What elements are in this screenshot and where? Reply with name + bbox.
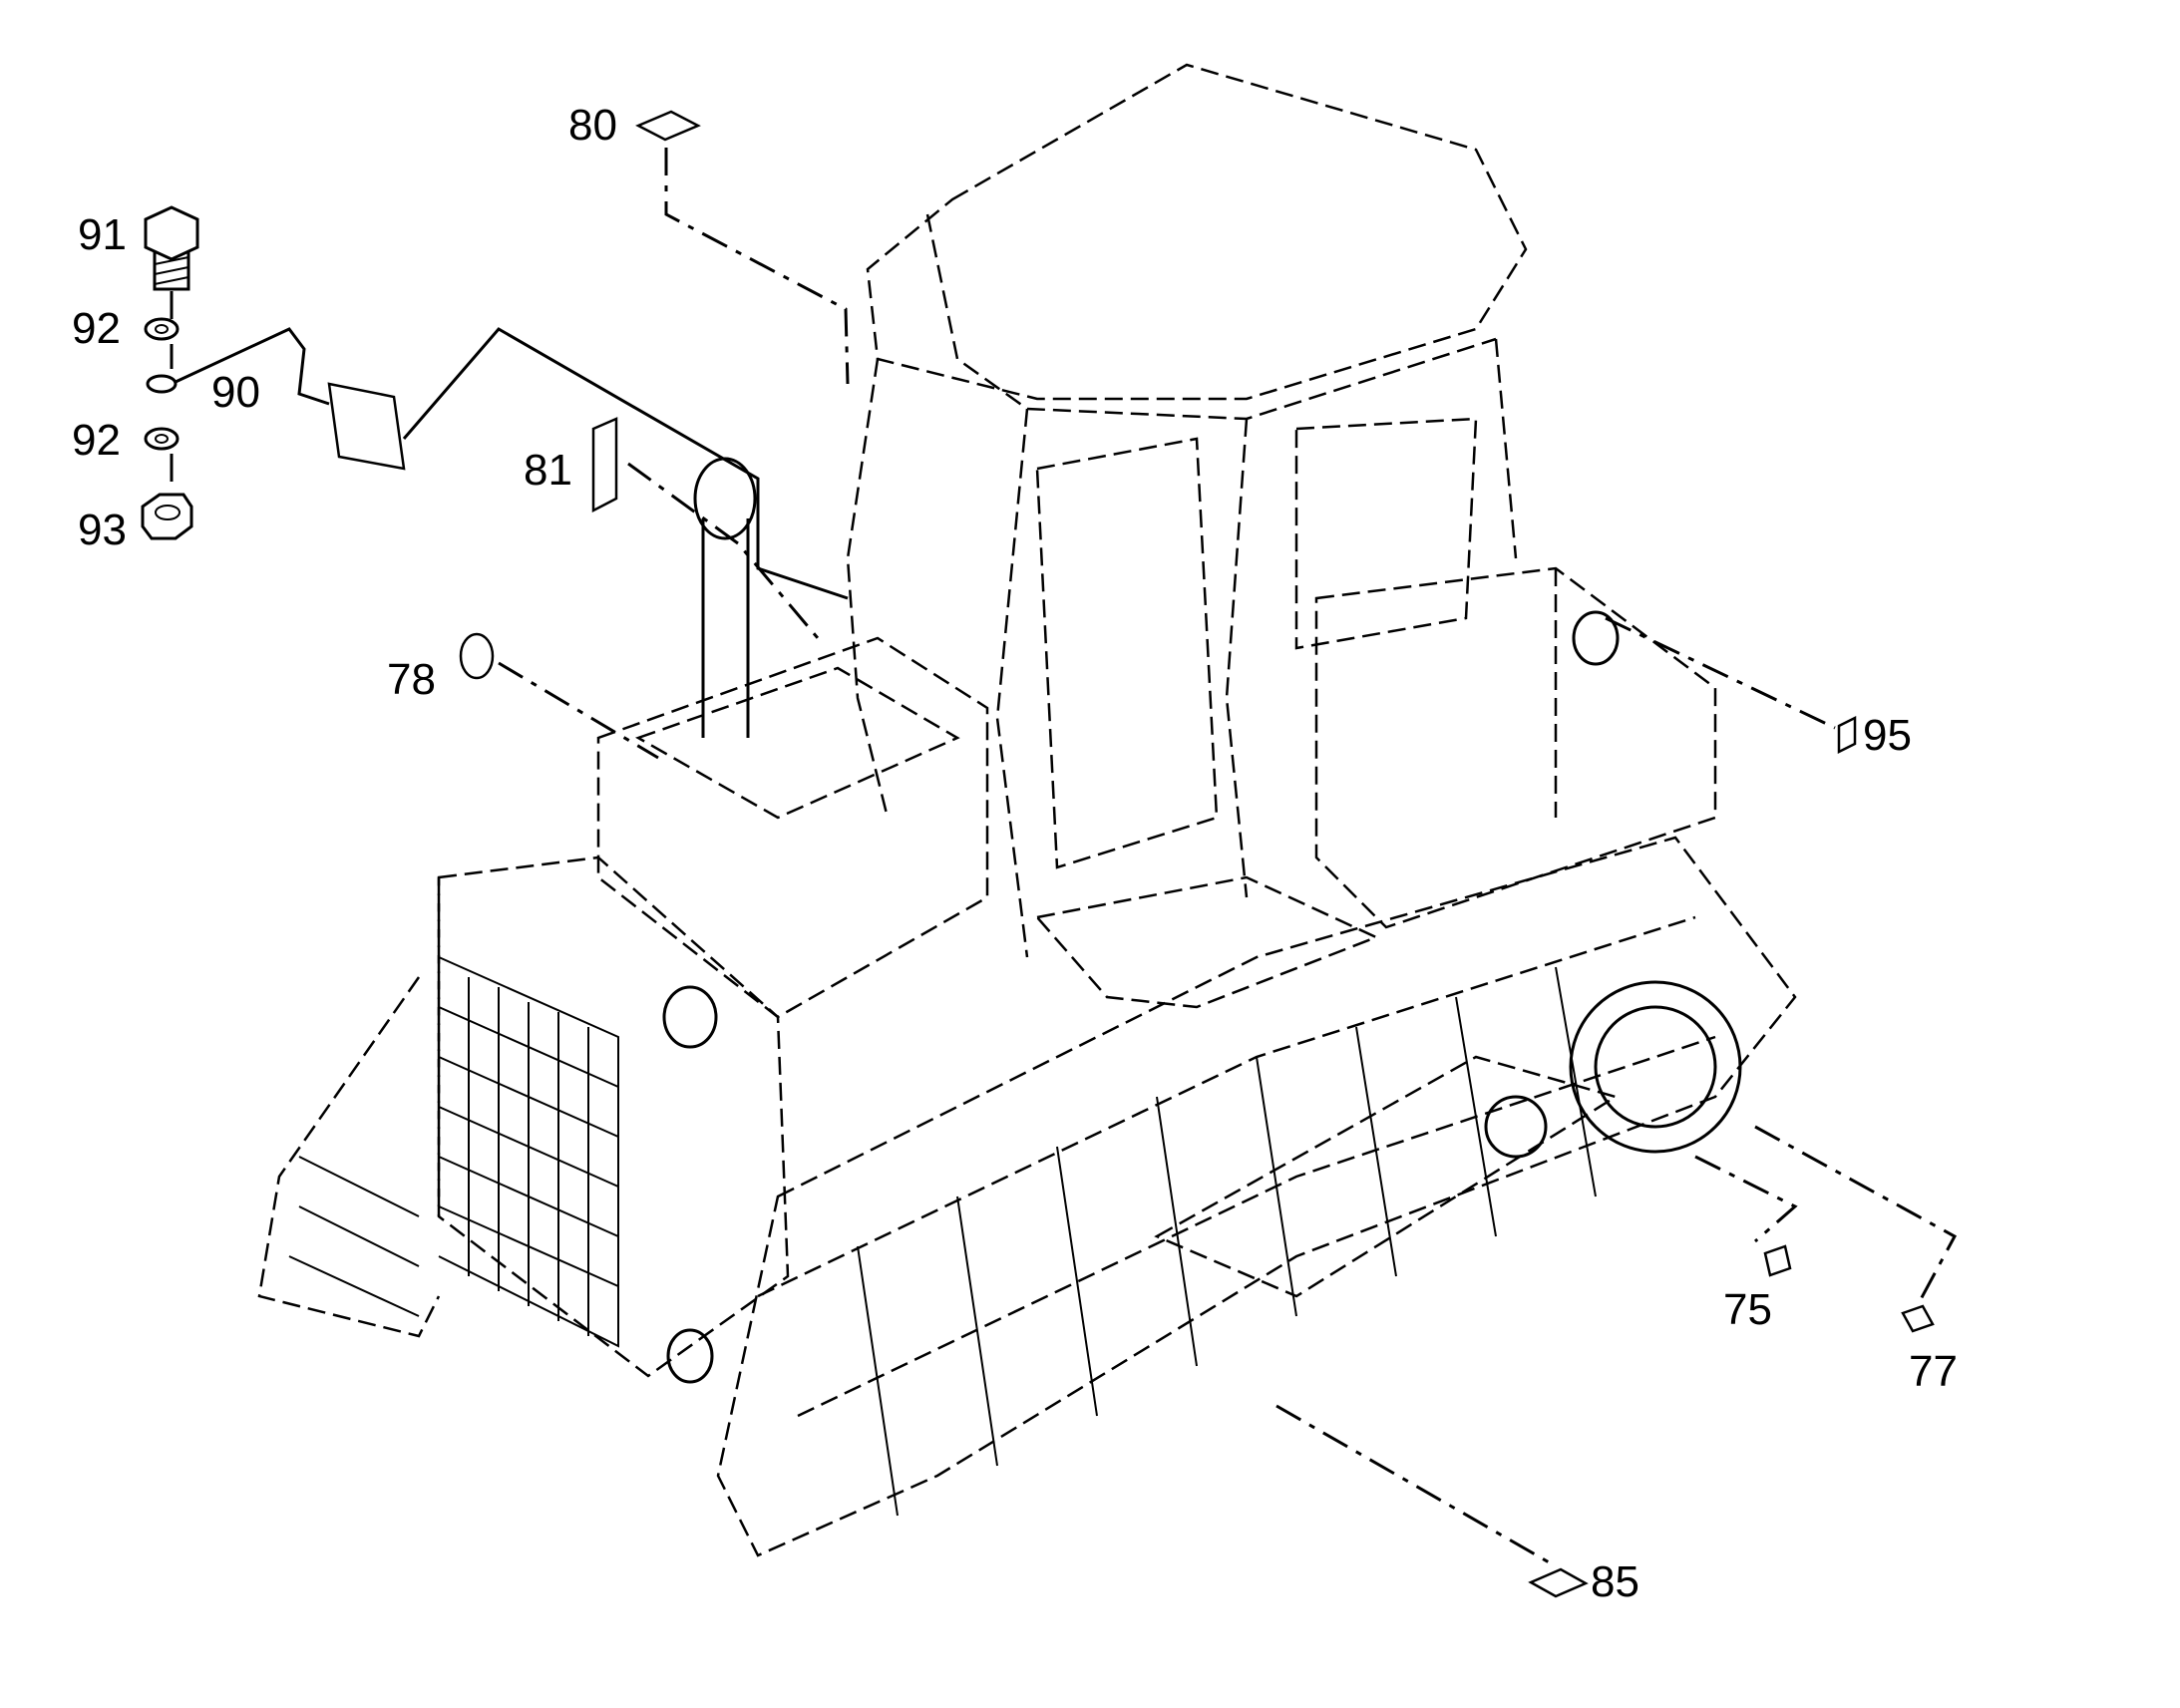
decal-85-symbol [1528, 1567, 1589, 1598]
radiator-grille [438, 956, 619, 1348]
decal-95-symbol [1837, 715, 1857, 755]
callout-95: 95 [1863, 711, 1912, 760]
nut-93 [141, 493, 193, 540]
callout-78: 78 [387, 655, 436, 704]
callout-92-bottom: 92 [72, 416, 121, 465]
bolt-91 [144, 205, 199, 291]
decal-80-symbol [635, 110, 701, 142]
hardware-assembly [141, 205, 406, 540]
decal-78-symbol [459, 632, 495, 680]
leader-lines [402, 148, 1958, 1565]
callout-75: 75 [1723, 1285, 1772, 1334]
callout-93: 93 [78, 506, 127, 554]
decal-81-symbol [591, 417, 618, 513]
washer-92-top [144, 317, 180, 341]
callout-77: 77 [1909, 1347, 1958, 1396]
bulldozer-body [257, 63, 1797, 1557]
tag-90 [146, 327, 406, 471]
decal-77-symbol [1901, 1304, 1935, 1333]
callout-92-top: 92 [72, 304, 121, 353]
callout-90: 90 [211, 368, 260, 417]
callout-81: 81 [524, 446, 572, 495]
callout-91: 91 [78, 210, 127, 259]
callout-85: 85 [1591, 1557, 1639, 1606]
decal-75-symbol [1763, 1244, 1792, 1277]
washer-92-bottom [144, 427, 180, 451]
callout-80: 80 [568, 101, 617, 150]
